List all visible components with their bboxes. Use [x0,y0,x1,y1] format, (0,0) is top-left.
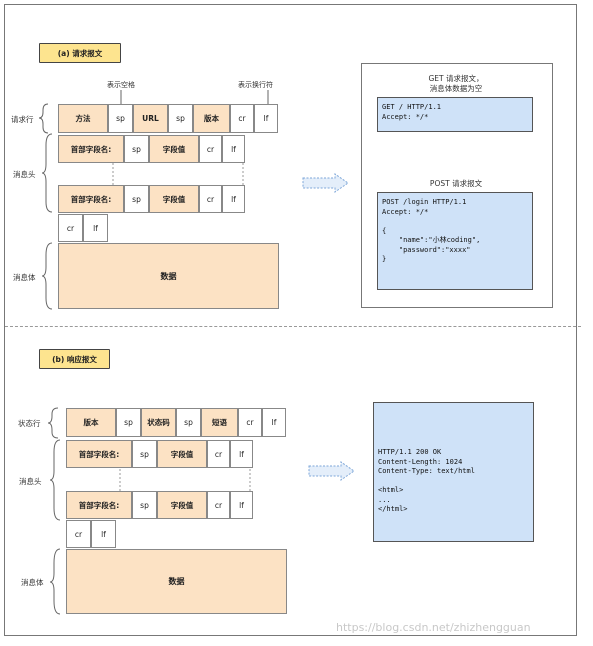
version-cell: 版本 [66,408,116,437]
lf-cell: lf [222,185,245,213]
cr-cell: cr [207,491,230,519]
header-name-cell: 首部字段名: [66,440,132,468]
response-line-brace [47,407,59,439]
lf-cell: lf [230,440,253,468]
newline-annotation: 表示换行符 [238,81,273,89]
status-code-cell: 状态码 [141,408,176,437]
phrase-cell: 短语 [201,408,238,437]
response-badge: (b) 响应报文 [39,349,110,369]
request-header-label: 消息头 [13,170,36,179]
cr-cell: cr [66,520,91,548]
header-name-cell: 首部字段名: [66,491,132,519]
header-value-cell: 字段值 [157,491,207,519]
post-caption: POST 请求报文 [429,179,483,188]
sp-cell: sp [168,104,193,133]
lf-cell: lf [83,214,108,242]
lf-cell: lf [254,104,278,133]
response-arrow [308,461,355,481]
request-badge: (a) 请求报文 [39,43,121,63]
request-line-brace [38,103,49,134]
get-caption: GET 请求报文， 消息体数据为空 [428,74,484,93]
watermark: https://blog.csdn.net/zhizhengguan [336,621,531,634]
cr-cell: cr [230,104,254,133]
response-line-label: 状态行 [18,419,41,428]
sp-cell: sp [124,185,149,213]
lf-cell: lf [262,408,286,437]
response-body-brace [49,548,61,615]
sp-cell: sp [124,135,149,163]
sp-cell: sp [116,408,141,437]
space-annotation: 表示空格 [107,81,135,89]
response-header-label: 消息头 [19,477,42,486]
response-code-box: HTTP/1.1 200 OK Content-Length: 1024 Con… [373,402,534,542]
response-body-label: 消息体 [21,578,44,587]
response-header-brace [49,439,61,521]
header-name-cell: 首部字段名: [58,185,124,213]
sp-cell: sp [132,491,157,519]
cr-cell: cr [207,440,230,468]
header-value-cell: 字段值 [149,135,199,163]
post-code-box: POST /login HTTP/1.1 Accept: */* { "name… [377,192,533,290]
sp-cell: sp [108,104,133,133]
request-body-brace [41,242,53,310]
method-cell: 方法 [58,104,108,133]
request-header-brace [41,133,53,213]
header-value-cell: 字段值 [157,440,207,468]
cr-cell: cr [199,185,222,213]
request-arrow [302,173,349,193]
version-cell: 版本 [193,104,230,133]
figure-frame [4,4,577,636]
sp-cell: sp [132,440,157,468]
header-name-cell: 首部字段名: [58,135,124,163]
response-body-box: 数据 [66,549,287,614]
section-divider [5,326,581,327]
url-cell: URL [133,104,168,133]
lf-cell: lf [222,135,245,163]
request-line-label: 请求行 [11,115,34,124]
cr-cell: cr [58,214,83,242]
request-body-box: 数据 [58,243,279,309]
cr-cell: cr [238,408,262,437]
get-code-box: GET / HTTP/1.1 Accept: */* [377,97,533,132]
cr-cell: cr [199,135,222,163]
sp-cell: sp [176,408,201,437]
request-body-label: 消息体 [13,273,36,282]
lf-cell: lf [91,520,116,548]
lf-cell: lf [230,491,253,519]
header-value-cell: 字段值 [149,185,199,213]
